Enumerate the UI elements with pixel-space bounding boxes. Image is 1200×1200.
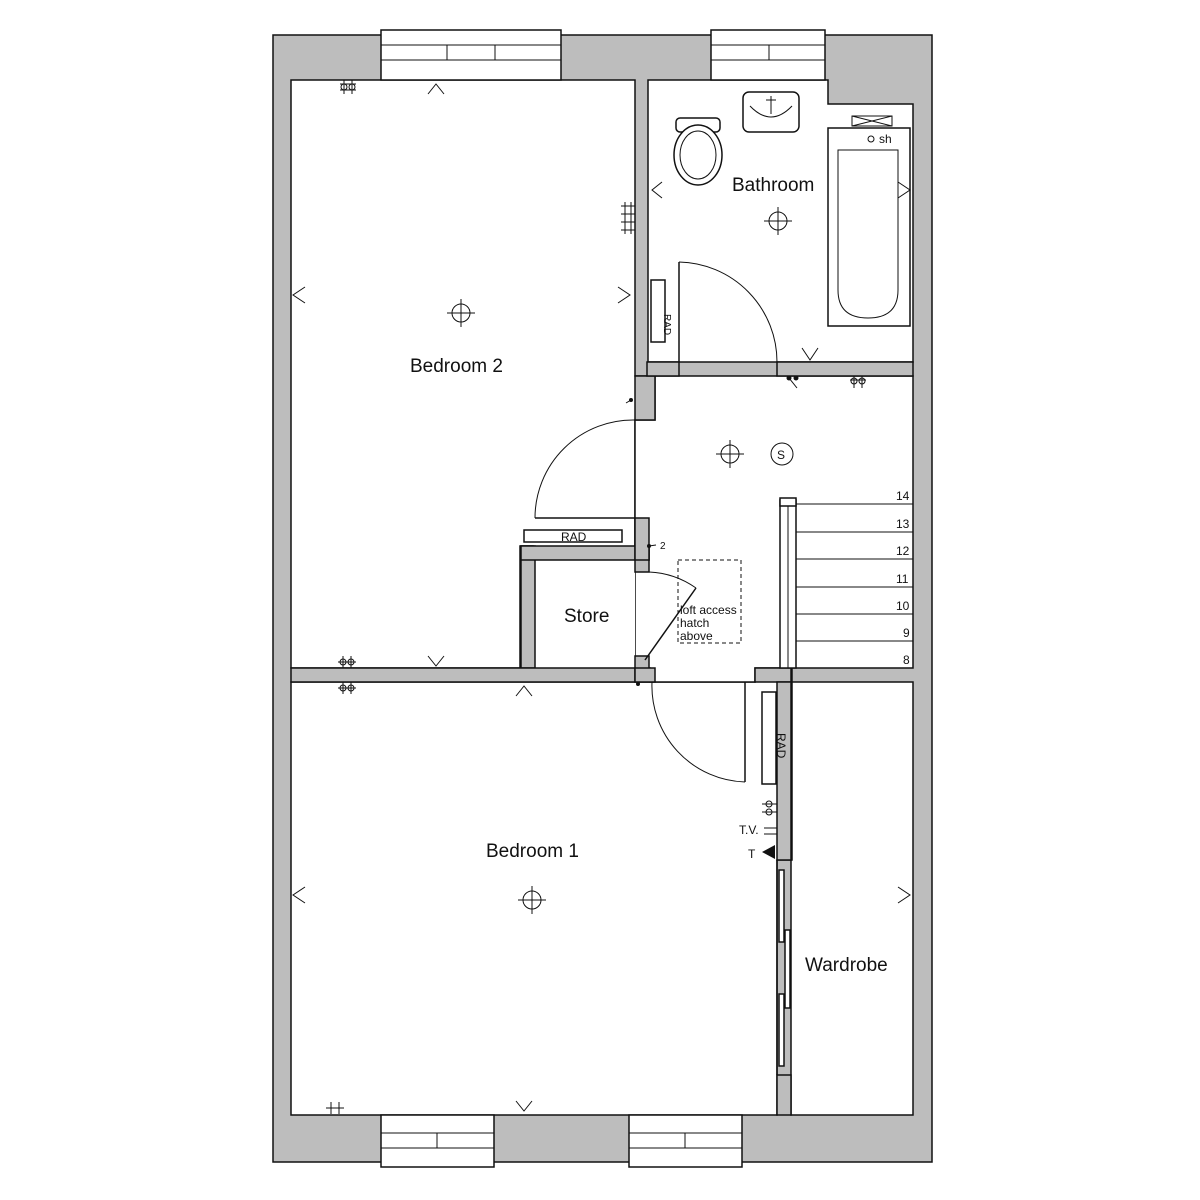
- ceiling-lights: S: [447, 299, 794, 914]
- tv-label: T.V.: [739, 823, 759, 837]
- loft-line-1: loft access: [680, 603, 737, 617]
- smoke-detector-label: S: [777, 448, 785, 462]
- dimension-markers: [292, 83, 911, 1112]
- socket-icon: [340, 80, 356, 94]
- stair-step-9: 9: [903, 626, 910, 640]
- light-bedroom2-icon: [447, 299, 475, 327]
- stair-step-12: 12: [896, 544, 910, 558]
- light-hall-icon: [716, 440, 744, 468]
- thermostat: T: [748, 845, 775, 861]
- socket-icon: [850, 376, 866, 388]
- bathroom-radiator-label: RAD: [661, 314, 672, 335]
- socket-icon: [338, 682, 356, 694]
- thermostat-label: T: [748, 847, 756, 861]
- socket-icon: [326, 1102, 344, 1114]
- store-radiator-label: RAD: [561, 530, 587, 544]
- loft-line-2: hatch: [680, 616, 709, 630]
- bedroom1-label: Bedroom 1: [486, 841, 579, 862]
- windows: [380, 29, 826, 1168]
- stair-step-8: 8: [903, 653, 910, 667]
- light-bedroom1-icon: [518, 886, 546, 914]
- stair-step-14: 14: [896, 489, 910, 503]
- room-labels: Bedroom 2 Bathroom Store Bedroom 1 Wardr…: [410, 175, 888, 976]
- socket-icon: [762, 800, 777, 816]
- loft-line-3: above: [680, 629, 713, 643]
- shower-label: sh: [879, 132, 892, 146]
- bathroom-fixtures: sh RAD: [650, 91, 911, 343]
- loft-hatch: loft access hatch above: [677, 559, 742, 644]
- socket-icon: [621, 202, 635, 234]
- store-label: Store: [564, 606, 609, 627]
- bedroom1-radiator-label: RAD: [774, 733, 788, 759]
- two-way-switch-label: 2: [660, 541, 666, 552]
- radiators: RAD RAD: [523, 529, 788, 785]
- walls: [272, 34, 933, 1163]
- bathroom-label: Bathroom: [732, 175, 814, 196]
- bedroom2-label: Bedroom 2: [410, 356, 503, 377]
- doors: [534, 261, 791, 1067]
- sockets: [326, 80, 866, 1114]
- stairs: 14 13 12 11 10 9 8: [779, 489, 913, 669]
- stair-step-10: 10: [896, 599, 910, 613]
- wardrobe-label: Wardrobe: [805, 955, 888, 976]
- tv-point: T.V.: [739, 823, 777, 837]
- switches: 2: [625, 375, 799, 686]
- socket-icon: [338, 656, 356, 668]
- stair-step-13: 13: [896, 517, 910, 531]
- smoke-detector-icon: S: [770, 442, 794, 466]
- stair-step-11: 11: [896, 572, 909, 586]
